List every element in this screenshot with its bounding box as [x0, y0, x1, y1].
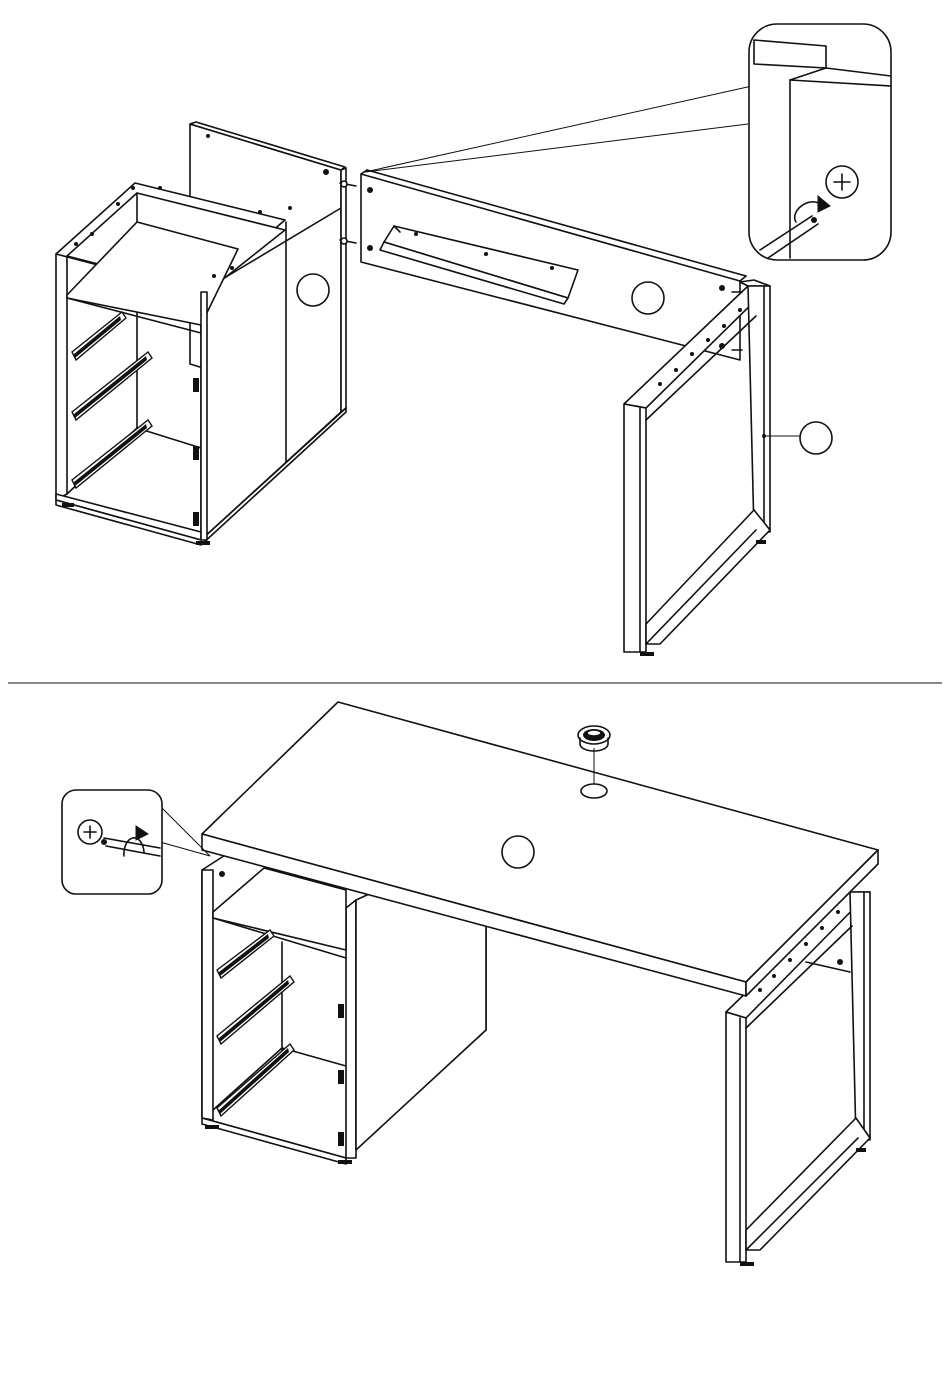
back-panel: [361, 86, 752, 360]
drawer-rails-right: [193, 378, 199, 526]
grommet-icon: [578, 726, 610, 798]
top-callout: [502, 836, 534, 868]
cross-screw-icon: [826, 166, 858, 198]
leg-callout: [800, 422, 832, 454]
back-panel-callout: [632, 282, 664, 314]
zoom-inset-screwing: [749, 24, 891, 260]
zoom-inset-top-screw: [62, 790, 210, 894]
panel-callout: [297, 274, 329, 306]
pedestal-cabinet: [56, 122, 346, 545]
step-2-attach-desktop: [62, 702, 878, 1266]
step-1-frame-assembly: [56, 24, 891, 656]
cross-screw-icon: [78, 820, 102, 844]
drawer-rails-left: [72, 312, 152, 488]
